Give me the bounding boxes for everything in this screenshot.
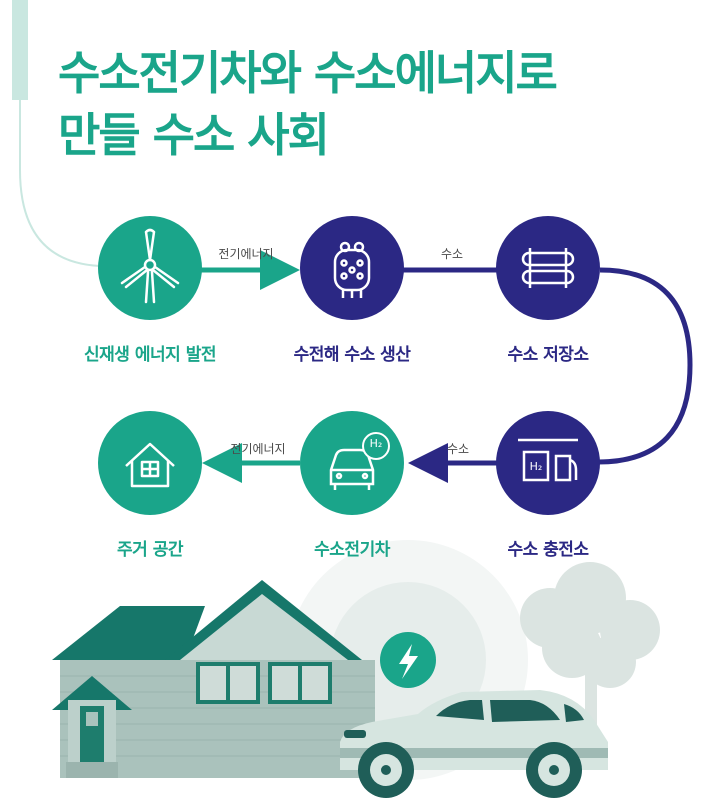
flow-label-electric-2: 전기에너지 xyxy=(230,442,286,456)
node-fcev-circle xyxy=(300,411,404,515)
node-label-storage: 수소 저장소 xyxy=(507,345,589,365)
page-title: 수소전기차와 수소에너지로 만들 수소 사회 xyxy=(58,42,558,166)
flow-label-hydrogen-1: 수소 xyxy=(440,247,464,261)
flow-loop-storage-to-station xyxy=(597,267,693,465)
title-line-2: 만들 수소 사회 xyxy=(58,108,330,162)
electrolyzer-icon xyxy=(333,241,371,298)
wind-turbine-icon xyxy=(120,228,180,304)
car-illustration xyxy=(340,690,608,798)
house-illustration xyxy=(40,580,400,800)
lightning-icon xyxy=(399,644,418,679)
node-label-fcev: 수소전기차 xyxy=(314,540,390,560)
flow-label-electric-1: 전기에너지 xyxy=(218,247,274,261)
charging-station-icon xyxy=(518,438,578,482)
car-h2-badge xyxy=(362,432,390,460)
bottom-illustration xyxy=(40,540,660,800)
node-label-station: 수소 충전소 xyxy=(507,540,589,560)
title-line-1: 수소전기차와 수소에너지로 xyxy=(58,46,558,100)
station-h2-label: H₂ xyxy=(529,460,543,473)
house-icon xyxy=(125,442,175,488)
node-label-renewable: 신재생 에너지 발전 xyxy=(84,345,216,365)
node-label-electrolysis: 수전해 수소 생산 xyxy=(293,345,411,365)
title-accent-bar xyxy=(12,0,28,100)
hydrogen-tank-icon xyxy=(521,248,575,288)
car-h2-badge-label: H₂ xyxy=(369,437,383,450)
node-label-home: 주거 공간 xyxy=(117,540,183,560)
node-renewable-circle xyxy=(98,216,202,320)
decorative-connector-line xyxy=(19,100,101,267)
flow-label-hydrogen-2: 수소 xyxy=(446,442,470,456)
tree-illustration xyxy=(520,562,660,745)
node-storage-circle xyxy=(496,216,600,320)
